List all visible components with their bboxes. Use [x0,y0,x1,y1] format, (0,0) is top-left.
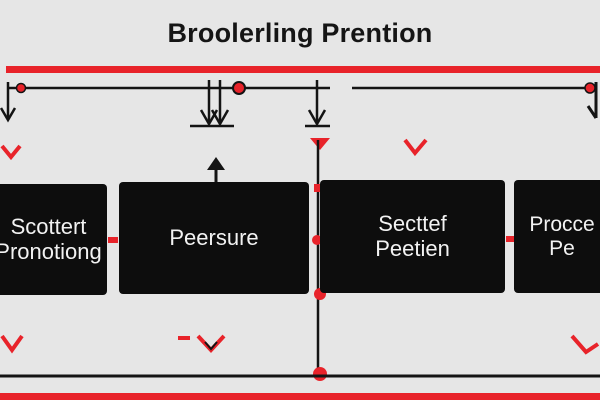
down-arrow-double [190,80,234,128]
down-arrow [305,80,330,128]
rail-node [15,82,27,94]
spine-node [313,367,327,381]
process-box-1: Scottert Pronotiong [0,184,107,295]
box-2-line-1: Peersure [169,224,259,250]
rail-node [584,82,596,94]
red-chevron [0,144,22,161]
red-cup [310,138,330,150]
red-chevron [403,138,428,157]
box-1-line-1: Scottert [10,214,87,240]
spine-marker [314,184,322,192]
box-1-line-2: Pronotiong [0,238,102,264]
down-arrow-edge [586,82,598,119]
process-box-2: Peersure [119,182,309,294]
box-3-line-2: Peetien [375,235,450,261]
process-box-4: Procce Pe [514,180,600,293]
box-connector [108,237,118,243]
down-arrow [0,82,17,123]
bottom-red-bar [0,393,600,400]
process-box-3: Secttef Peetien [320,180,505,293]
diagram-title: Broolerling Prention [167,18,433,48]
red-chevron [570,334,600,355]
top-red-bar [6,66,600,73]
rail-node [232,81,246,95]
red-chevron-pair [178,334,226,353]
spine-node [312,235,322,245]
up-arrow [207,157,225,184]
box-4-line-2: Pe [549,236,575,260]
box-connector [506,236,516,242]
red-chevron [0,334,24,354]
box-3-line-1: Secttef [378,211,447,237]
box-4-line-1: Procce [529,213,595,237]
